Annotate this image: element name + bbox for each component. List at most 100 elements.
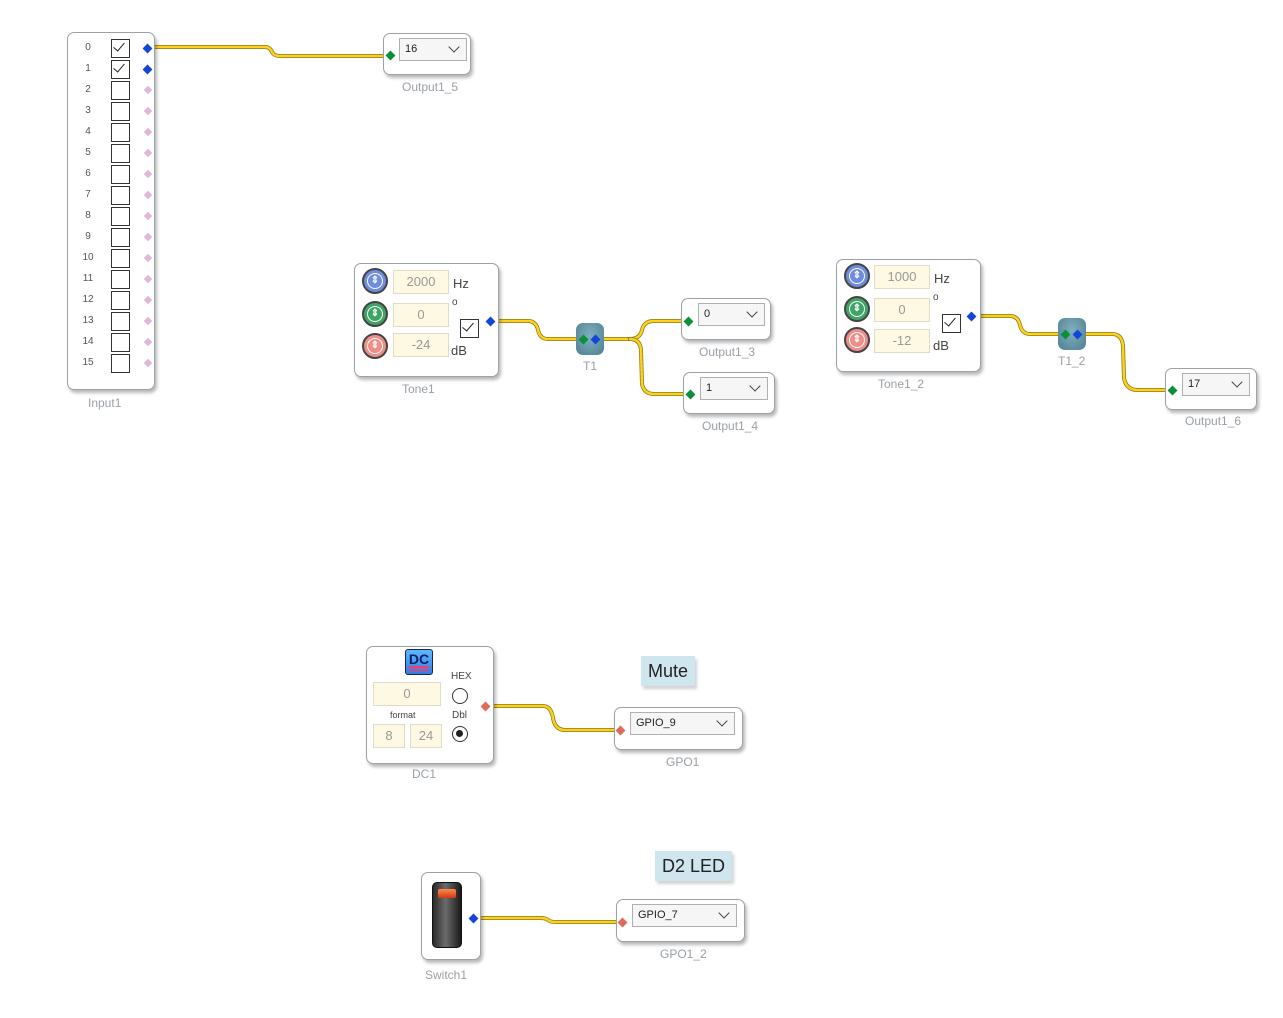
input1-output-pin[interactable] [143, 295, 153, 305]
output1-6-caption: Output1_6 [1185, 414, 1242, 428]
gain-knob-icon[interactable]: ⇕ [362, 333, 388, 359]
tone1-block[interactable]: ⇕ 2000 Hz ⇕ 0 o ⇕ -24 dB [354, 263, 499, 377]
input1-channel-checkbox[interactable] [111, 333, 130, 352]
input1-channel-checkbox[interactable] [111, 81, 130, 100]
tone1-2-block[interactable]: ⇕ 1000 Hz ⇕ 0 o ⇕ -12 dB [836, 259, 981, 372]
input1-channel-number: 1 [85, 63, 91, 74]
gpo1-2-block[interactable]: GPIO_7 [616, 899, 745, 942]
wire-t1-2-to-output1-6[interactable] [1076, 332, 1174, 392]
input1-output-pin[interactable] [143, 106, 153, 116]
wire-t1-to-output1-4[interactable] [628, 337, 692, 396]
output1-5-value: 16 [405, 43, 418, 55]
input1-output-pin[interactable] [143, 358, 153, 368]
output1-3-caption: Output1_3 [699, 345, 756, 359]
output1-3-block[interactable]: 0 [681, 298, 771, 340]
output1-6-dropdown[interactable]: 17 [1182, 373, 1250, 396]
chevron-down-icon [718, 907, 730, 919]
input1-output-pin[interactable] [143, 316, 153, 326]
input1-output-pin[interactable] [142, 43, 153, 54]
input1-output-pin[interactable] [143, 85, 153, 95]
input1-output-pin[interactable] [143, 253, 153, 263]
input1-output-pin[interactable] [142, 64, 153, 75]
input1-channel-checkbox[interactable] [111, 165, 130, 184]
tone1-freq-field[interactable]: 2000 [393, 270, 449, 294]
wire-t1-to-output1-3[interactable] [594, 319, 692, 341]
phase-knob-icon[interactable]: ⇕ [844, 296, 870, 322]
freq-knob-icon[interactable]: ⇕ [844, 263, 870, 289]
input1-channel-checkbox[interactable] [111, 291, 130, 310]
gpo1-2-dropdown[interactable]: GPIO_7 [632, 904, 737, 927]
tone1-phase-field[interactable]: 0 [393, 303, 449, 327]
output1-3-value: 0 [704, 308, 711, 320]
tone1-2-enable-checkbox[interactable] [942, 314, 961, 333]
chevron-down-icon [1231, 376, 1243, 388]
input1-channel-row: 5 [68, 142, 156, 163]
input1-channel-checkbox[interactable] [111, 123, 130, 142]
input1-channel-number: 0 [85, 42, 91, 53]
output1-4-dropdown[interactable]: 1 [700, 377, 768, 400]
wire-switch1-to-gpo1-2[interactable] [472, 916, 624, 924]
output1-4-value: 1 [706, 382, 713, 394]
output1-5-block[interactable]: 16 [383, 33, 471, 75]
input1-channel-number: 14 [82, 336, 94, 347]
input1-channel-number: 3 [85, 105, 91, 116]
input1-output-pin[interactable] [143, 337, 153, 347]
dc1-value-field[interactable]: 0 [373, 682, 441, 706]
input1-channel-checkbox[interactable] [111, 312, 130, 331]
tone1-2-freq-field[interactable]: 1000 [874, 265, 930, 289]
wire-input1-to-output1-5[interactable] [146, 45, 392, 58]
output1-5-dropdown[interactable]: 16 [399, 38, 467, 61]
phase-knob-icon[interactable]: ⇕ [362, 301, 388, 327]
input1-channel-row: 6 [68, 163, 156, 184]
gpo1-block[interactable]: GPIO_9 [614, 707, 743, 750]
input1-output-pin[interactable] [143, 274, 153, 284]
wire-tone1-to-t1[interactable] [488, 319, 586, 341]
tone1-2-gain-field[interactable]: -12 [874, 329, 930, 353]
input1-output-pin[interactable] [143, 211, 153, 221]
input1-output-pin[interactable] [143, 232, 153, 242]
input1-channel-checkbox[interactable] [111, 186, 130, 205]
input1-output-pin[interactable] [143, 127, 153, 137]
output1-4-caption: Output1_4 [702, 419, 759, 433]
output1-4-block[interactable]: 1 [683, 372, 775, 414]
tone1-2-phase-field[interactable]: 0 [874, 298, 930, 322]
input1-channel-row: 0 [68, 37, 156, 58]
wire-dc1-to-gpo1[interactable] [484, 704, 622, 732]
tone1-enable-checkbox[interactable] [460, 319, 479, 338]
freq-knob-icon[interactable]: ⇕ [362, 268, 388, 294]
dc1-format-a-field[interactable]: 8 [373, 724, 405, 748]
input1-channel-checkbox[interactable] [111, 354, 130, 373]
output1-6-block[interactable]: 17 [1165, 368, 1257, 410]
input1-channel-number: 6 [85, 168, 91, 179]
dc-source-icon: DC [405, 649, 433, 675]
input1-channel-checkbox[interactable] [111, 249, 130, 268]
input1-channel-checkbox[interactable] [111, 102, 130, 121]
gpo1-value: GPIO_9 [636, 717, 676, 729]
input1-channel-row: 12 [68, 289, 156, 310]
dc1-block[interactable]: DC 0 format 8 24 HEX Dbl [366, 646, 494, 764]
input1-channel-checkbox[interactable] [111, 270, 130, 289]
rocker-switch-icon[interactable] [432, 882, 462, 948]
switch1-caption: Switch1 [425, 968, 468, 982]
gain-knob-icon[interactable]: ⇕ [844, 327, 870, 353]
input1-channel-checkbox[interactable] [111, 60, 130, 79]
dc1-format-b-field[interactable]: 24 [410, 724, 442, 748]
gpo1-dropdown[interactable]: GPIO_9 [630, 712, 735, 735]
input1-channel-number: 9 [85, 231, 91, 242]
input1-output-pin[interactable] [143, 169, 153, 179]
tone1-gain-field[interactable]: -24 [393, 333, 449, 357]
input1-channel-checkbox[interactable] [111, 144, 130, 163]
input1-channel-checkbox[interactable] [111, 39, 130, 58]
output1-3-dropdown[interactable]: 0 [698, 303, 765, 326]
input1-channel-checkbox[interactable] [111, 228, 130, 247]
chevron-down-icon [448, 41, 460, 53]
input1-output-pin[interactable] [143, 148, 153, 158]
dc1-dbl-radio[interactable] [452, 726, 468, 742]
input1-output-pin[interactable] [143, 190, 153, 200]
wire-tone1-2-to-t1-2[interactable] [969, 314, 1068, 336]
input1-channel-number: 8 [85, 210, 91, 221]
dc1-hex-radio[interactable] [452, 688, 468, 704]
input1-channel-checkbox[interactable] [111, 207, 130, 226]
tone1-2-phase-unit: o [933, 292, 939, 303]
